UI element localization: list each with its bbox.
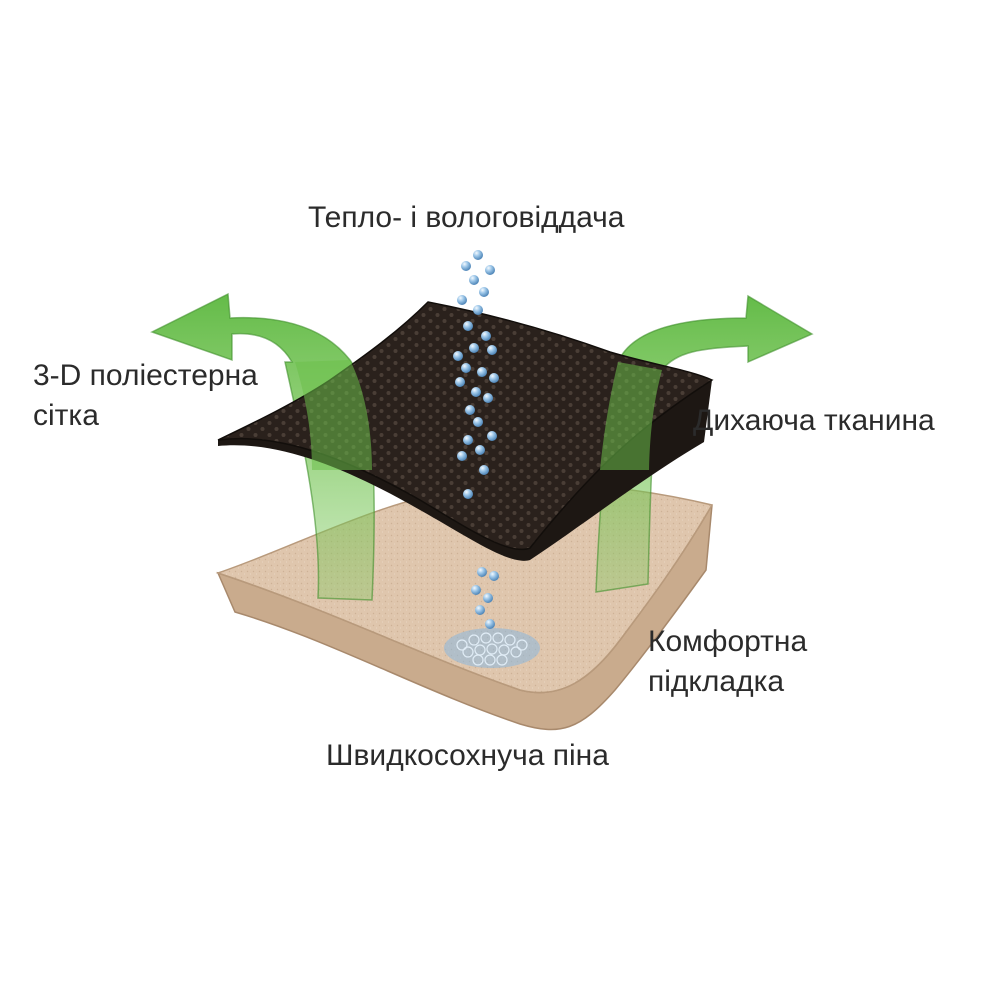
mesh-label-line-2: сітка <box>33 399 99 432</box>
water-droplet-icon <box>453 250 499 629</box>
breathable-fabric-layer <box>217 301 714 561</box>
quick-dry-foam-label: Швидкосохнуча піна <box>326 736 609 776</box>
comfort-padding-line-2: підкладка <box>648 665 785 698</box>
airflow-arrow-overlay <box>295 360 662 470</box>
quick-dry-foam-text: Швидкосохнуча піна <box>326 739 609 772</box>
fabric-top <box>217 301 714 551</box>
mesh-label-line-1: 3-D поліестерна <box>33 359 258 392</box>
heat-moisture-release-text: Тепло- і вологовіддача <box>308 201 625 234</box>
moisture-droplets <box>453 250 499 629</box>
breathable-fabric-label: Дихаюча тканина <box>693 401 935 441</box>
comfort-padding-line-1: Комфортна <box>648 625 808 658</box>
mesh-label: 3-D поліестерна сітка <box>33 356 258 436</box>
breathable-fabric-text: Дихаюча тканина <box>693 404 935 437</box>
heat-moisture-release-label: Тепло- і вологовіддача <box>308 198 625 238</box>
absorbed-moisture-spot <box>444 628 540 668</box>
absorbed-moisture-texture <box>456 632 528 666</box>
fabric-thickness <box>218 380 712 561</box>
comfort-padding-label: Комфортна підкладка <box>648 622 807 702</box>
right-arrow-front <box>600 362 662 470</box>
left-arrow-front <box>295 360 372 470</box>
